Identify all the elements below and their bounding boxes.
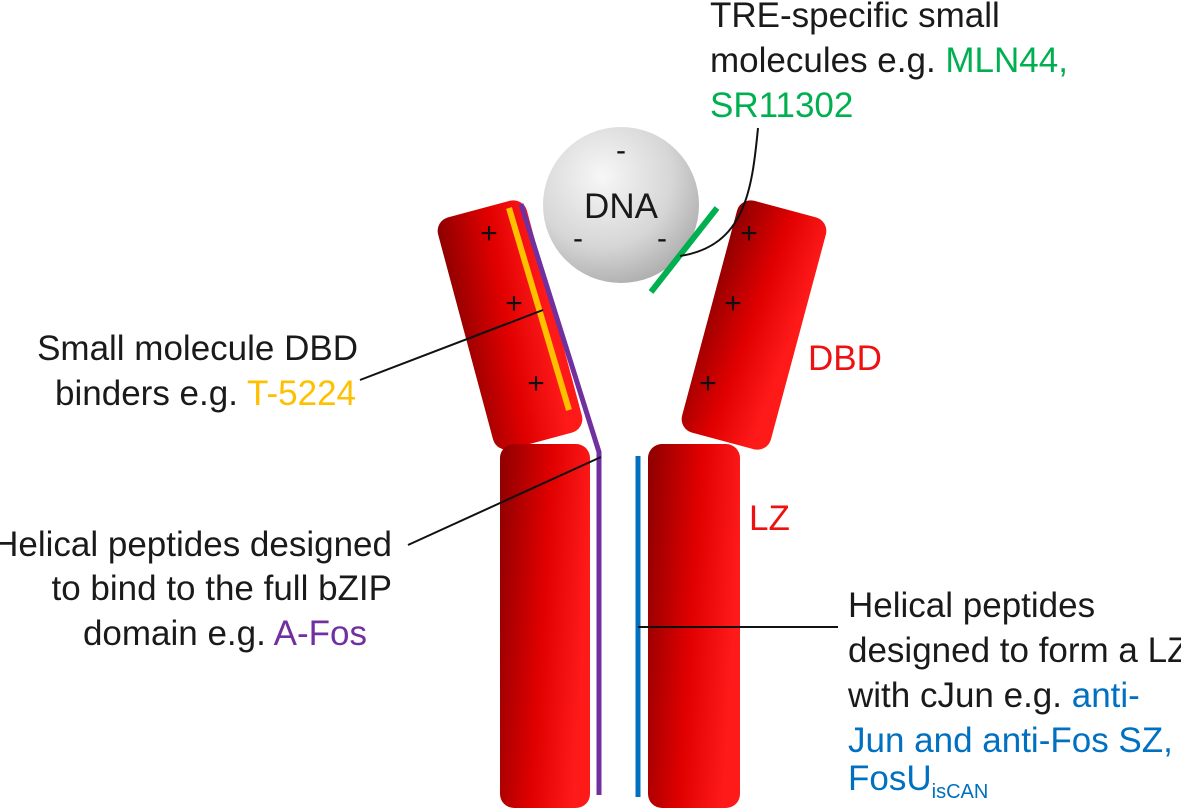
dbd-binders-line2: binders e.g. T-5224 bbox=[55, 374, 356, 413]
bzip-leader-line bbox=[407, 456, 602, 546]
tre-annotation: TRE-specific small molecules e.g. MLN44,… bbox=[710, 0, 1068, 125]
bzip-peptides-annotation: Helical peptides designed to bind to the… bbox=[0, 525, 392, 653]
left-dbd-charge-1: + bbox=[480, 217, 498, 250]
left-dbd-charge-3: + bbox=[527, 367, 545, 400]
lz-line3: with cJun e.g. anti- bbox=[847, 676, 1140, 715]
left-lz bbox=[500, 444, 590, 808]
tre-line1: TRE-specific small bbox=[710, 0, 1000, 35]
left-dbd bbox=[437, 200, 583, 450]
right-dbd bbox=[681, 200, 827, 450]
tre-leader-line bbox=[679, 127, 759, 257]
dna-charge-right: - bbox=[657, 222, 667, 255]
bzip-line1: Helical peptides designed bbox=[0, 525, 392, 564]
dbd-binders-annotation: Small molecule DBD binders e.g. T-5224 bbox=[37, 329, 358, 413]
lz-line4: Jun and anti-Fos SZ, bbox=[848, 721, 1173, 760]
dbd-label: DBD bbox=[808, 339, 882, 378]
right-dbd-charge-1: + bbox=[740, 217, 758, 250]
bzip-line2: to bind to the full bZIP bbox=[52, 569, 392, 608]
dna-charge-left: - bbox=[573, 222, 583, 255]
lz-peptides-annotation: Helical peptides designed to form a LZ w… bbox=[847, 586, 1181, 803]
t5224-line bbox=[506, 207, 572, 411]
lz-line2: designed to form a LZ bbox=[848, 631, 1181, 670]
mln44-line bbox=[648, 206, 720, 294]
dna-label: DNA bbox=[584, 187, 659, 226]
dna-circle bbox=[543, 127, 699, 283]
left-dbd-charge-2: + bbox=[505, 287, 523, 320]
bzip-line3: domain e.g. A-Fos bbox=[83, 614, 367, 653]
lz-line5: FosUisCAN bbox=[848, 759, 988, 803]
dbd-binders-line1: Small molecule DBD bbox=[37, 329, 358, 368]
tre-line3: SR11302 bbox=[710, 86, 853, 125]
dna-charge-top: - bbox=[616, 134, 626, 167]
right-dbd-charge-2: + bbox=[724, 287, 742, 320]
right-dbd-charge-3: + bbox=[699, 367, 717, 400]
dna: DNA - - - bbox=[543, 127, 699, 283]
afos-line bbox=[518, 203, 602, 795]
lz-label: LZ bbox=[749, 499, 790, 538]
tre-line2: molecules e.g. MLN44, bbox=[710, 41, 1068, 80]
lz-line1: Helical peptides bbox=[848, 586, 1095, 625]
dbd-binders-leader-line bbox=[359, 309, 544, 381]
